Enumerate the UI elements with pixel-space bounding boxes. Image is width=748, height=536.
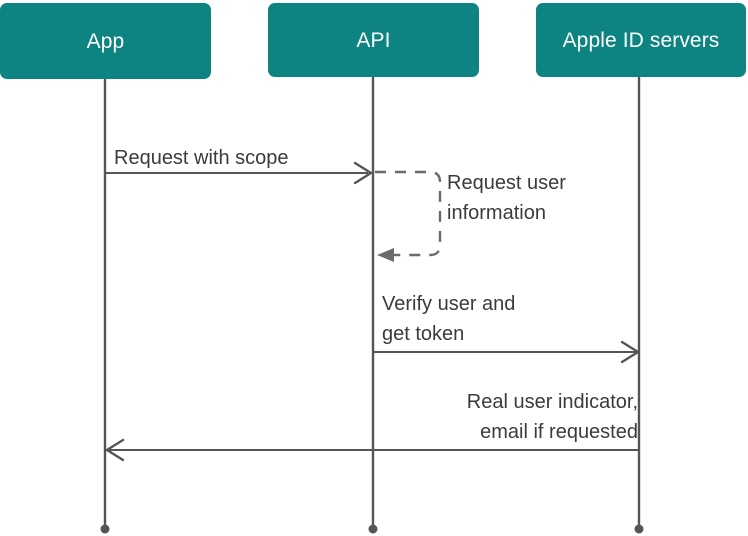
message-label-real-user-indicator: Real user indicator, email if requested [466, 391, 638, 443]
participant-box-apple-id-servers[interactable]: Apple ID servers [536, 3, 746, 77]
message-label-request-with-scope: Request with scope [114, 147, 289, 169]
arrowhead-verify-user-and-get-token [620, 340, 640, 364]
participant-box-api[interactable]: API [268, 3, 479, 77]
participant-box-app[interactable]: App [0, 3, 211, 79]
arrowhead-request-with-scope [353, 161, 373, 185]
participant-label-app: App [86, 29, 125, 53]
arrowhead-real-user-indicator [105, 438, 125, 462]
lifeline-terminator-apple-id-servers [634, 524, 644, 534]
lifeline-terminator-api [368, 524, 378, 534]
participant-label-apple-id-servers: Apple ID servers [562, 28, 720, 52]
message-loop-request-user-information [375, 170, 442, 257]
lifeline-terminator-app [100, 524, 110, 534]
participant-label-api: API [356, 28, 391, 52]
message-label-verify-user-and-get-token: Verify user and get token [382, 293, 516, 345]
arrowhead-request-user-information [377, 248, 394, 262]
message-label-request-user-information: Request user information [447, 172, 566, 224]
